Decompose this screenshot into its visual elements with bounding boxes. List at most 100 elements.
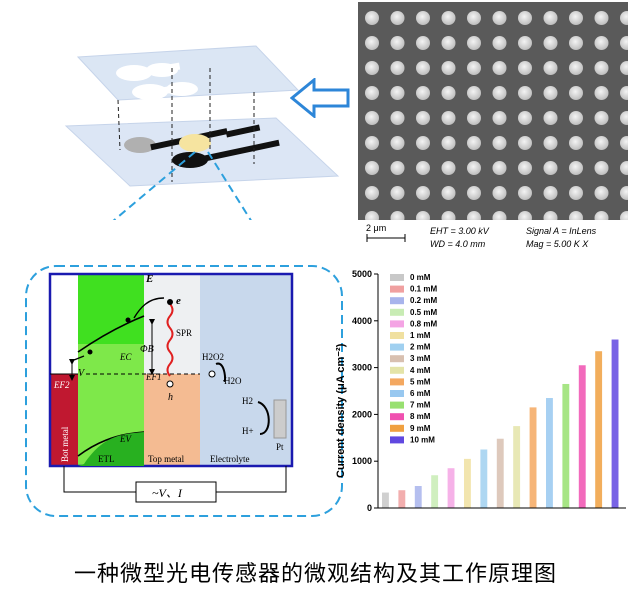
bar-1mM (464, 458, 471, 508)
h2-label: H2 (242, 396, 253, 406)
h2o2-label: H2O2 (202, 352, 224, 362)
pt-label: Pt (276, 442, 284, 452)
device-schematic (64, 45, 340, 220)
sem-scale-label: 2 μm (366, 223, 387, 233)
external-circuit (63, 466, 287, 493)
bottom-stripe-3 (200, 139, 280, 163)
y-tick-label: 2000 (352, 409, 372, 419)
legend-label: 4 mM (410, 366, 431, 375)
hole-label: h (168, 392, 173, 403)
bar-0p5mM (431, 475, 439, 508)
ef2-label: EF2 (53, 380, 70, 390)
legend-label: 3 mM (410, 354, 431, 363)
legend-swatch (390, 308, 404, 316)
bar-3mM (496, 438, 504, 508)
sem-mag: Mag = 5.00 K X (526, 239, 589, 249)
bar-0p1mM (398, 490, 406, 508)
legend-label: 0 mM (410, 273, 431, 282)
y-tick-label: 4000 (352, 316, 372, 326)
bar-6mM (546, 398, 553, 508)
legend-label: 9 mM (410, 424, 431, 433)
legend-label: 6 mM (410, 389, 431, 398)
dashed-frame (25, 265, 343, 517)
legend-swatch (390, 366, 404, 374)
electrolyte-label: Electrolyte (210, 454, 249, 464)
top-layer (76, 45, 300, 101)
sem-wd: WD = 4.0 mm (430, 239, 486, 249)
legend-swatch (390, 297, 404, 305)
hole-dot (166, 380, 174, 388)
etl-label: ETL (98, 454, 115, 464)
y-tick-label: 5000 (352, 269, 372, 279)
legend-swatch (390, 332, 404, 339)
bottom-yellow-pad (179, 134, 211, 152)
top-metal-label: Top metal (148, 454, 185, 464)
conduction-band (77, 315, 145, 353)
left-arrow-icon (290, 78, 350, 118)
bottom-gray-pad (124, 137, 156, 153)
ev-label: EV (119, 434, 132, 444)
electron-label: e (176, 295, 181, 307)
sem-image (358, 2, 628, 252)
legend-label: 7 mM (410, 401, 431, 410)
top-strip-1 (139, 62, 181, 77)
bottom-layer (64, 117, 340, 187)
bar-7mM (562, 383, 570, 508)
legend-label: 10 mM (410, 435, 435, 444)
bar-10mM (611, 339, 619, 508)
y-tick-label: 1000 (352, 456, 372, 466)
ec-label: EC (119, 352, 132, 362)
figure-caption: 一种微型光电传感器的微观结构及其工作原理图 (73, 562, 557, 587)
e-axis-label: E (145, 273, 153, 285)
pt-electrode (273, 399, 287, 439)
zoom-line-right (207, 151, 252, 220)
legend-swatch (390, 274, 404, 281)
legend-swatch (390, 424, 404, 432)
bar-8mM (578, 365, 586, 508)
legend-swatch (390, 413, 404, 421)
hplus-label: H+ (242, 426, 254, 436)
top-strip-2 (159, 82, 191, 95)
legend-swatch (390, 390, 404, 397)
legend-label: 1 mM (410, 331, 431, 340)
legend-swatch (390, 285, 404, 293)
bot-metal-region (50, 374, 78, 466)
bar-0p8mM (447, 468, 455, 508)
bottom-stripe-2 (225, 124, 261, 138)
v-label: V (78, 368, 86, 379)
zoom-line-left (112, 151, 196, 220)
electron-dot (167, 299, 173, 305)
phi-b-label: ΦB (140, 344, 154, 355)
inner-frame (48, 272, 294, 468)
bar-0p2mM (414, 486, 422, 508)
bar-9mM (595, 351, 603, 508)
legend-swatch (390, 343, 404, 351)
legend-label: 5 mM (410, 377, 431, 386)
h2o-label: H2O (224, 376, 242, 386)
y-tick-label: 0 (367, 503, 372, 513)
bar-5mM (529, 407, 537, 508)
legend-label: 0.2 mM (410, 296, 437, 305)
legend-swatch (390, 320, 404, 328)
legend-label: 0.5 mM (410, 308, 437, 317)
bar-2mM (480, 449, 488, 508)
legend-swatch (390, 401, 404, 409)
top-metal-region (144, 374, 200, 466)
legend-swatch (390, 436, 404, 444)
legend-label: 0.8 mM (410, 319, 437, 328)
bot-metal-label: Bot metal (60, 426, 70, 462)
legend-swatch (390, 355, 404, 363)
sem-signal: Signal A = InLens (526, 226, 597, 236)
sem-info-bar: 2 μm EHT = 3.00 kV WD = 4.0 mm Signal A … (358, 220, 628, 252)
scale-bar-icon (366, 234, 406, 242)
sem-eht: EHT = 3.00 kV (430, 226, 489, 236)
circuit-label: ~V、I (152, 486, 183, 500)
band-diagram: E e SPR ΦB EC EV EF1 EF2 V h H2O2 H2O H2… (25, 265, 343, 517)
current-density-chart: Current density (μA cm⁻²) 01000200030004… (335, 269, 626, 513)
bar-4mM (513, 426, 521, 508)
y-axis-label: Current density (μA cm⁻²) (335, 343, 347, 478)
legend-label: 0.1 mM (410, 285, 437, 294)
spr-wave (166, 303, 174, 377)
sem-dot-grid (358, 2, 628, 222)
spr-label: SPR (176, 328, 192, 338)
